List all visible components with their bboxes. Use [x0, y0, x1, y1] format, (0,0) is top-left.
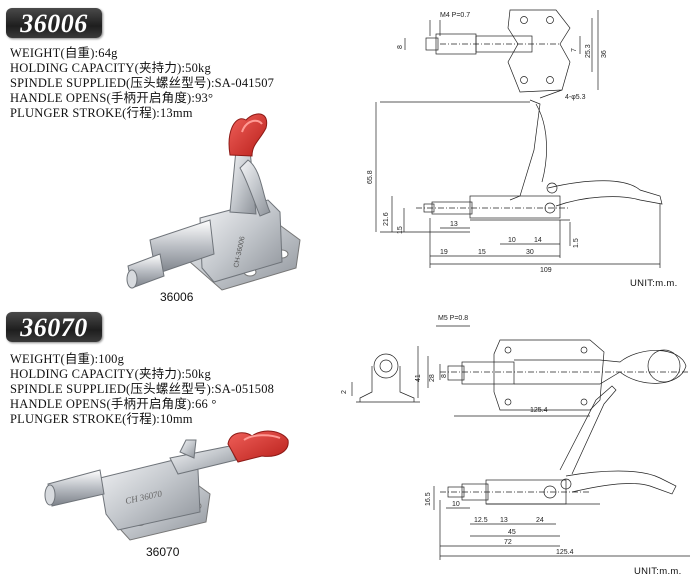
- dim-label: 125.4: [556, 549, 574, 556]
- dim-label: 14: [534, 237, 542, 244]
- drawing-side-labels-36006: 65.8 21.6 15 13 10 14 1.5 19 15 30 109: [367, 170, 580, 274]
- dim-label: 2: [341, 390, 348, 394]
- spec-handle-opens: HANDLE OPENS(手柄开启角度):93°: [10, 91, 214, 105]
- dim-label: 28: [429, 374, 436, 382]
- drawing-side-view-36070: [433, 385, 690, 560]
- dim-label: 21.6: [383, 212, 390, 226]
- dim-label: 41: [415, 374, 422, 382]
- dim-label: 25.3: [585, 44, 592, 58]
- dim-label: 10: [452, 501, 460, 508]
- dim-label: 13: [450, 221, 458, 228]
- dim-label: 8: [441, 374, 448, 378]
- dim-label: 16.5: [425, 492, 432, 506]
- spec-holding-capacity: HOLDING CAPACITY(夹持力):50kg: [10, 367, 211, 381]
- dim-label: 30: [526, 249, 534, 256]
- spec-plunger-stroke: PLUNGER STROKE(行程):10mm: [10, 412, 193, 426]
- model-badge-label: 36006: [20, 9, 88, 38]
- model-badge-36006: 36006: [6, 8, 102, 38]
- dim-label: 109: [540, 267, 552, 274]
- dim-label: 19: [440, 249, 448, 256]
- dim-label: 15: [397, 226, 404, 234]
- dim-label: 45: [508, 529, 516, 536]
- spec-list-36070: WEIGHT(自重):100g HOLDING CAPACITY(夹持力):50…: [10, 352, 274, 427]
- dim-label: 72: [504, 539, 512, 546]
- photo-caption-36070: 36070: [146, 545, 180, 559]
- dim-label: 65.8: [367, 170, 374, 184]
- drawing-side-view-36006: [375, 99, 663, 268]
- dim-label: 10: [508, 237, 516, 244]
- spec-plunger-stroke: PLUNGER STROKE(行程):13mm: [10, 106, 193, 120]
- model-badge-36070: 36070: [6, 312, 102, 342]
- spec-holding-capacity: HOLDING CAPACITY(夹持力):50kg: [10, 61, 211, 75]
- drawing-top-labels-36006: M4 P=0.7 4-φ5.3 8 7 25.3 36: [397, 12, 608, 101]
- clamp-photo-36070: CH 36070: [44, 430, 289, 541]
- dim-label: 12.5: [474, 517, 488, 524]
- spec-weight: WEIGHT(自重):64g: [10, 46, 118, 60]
- clamp-photo-36006: CH-36006: [126, 113, 301, 291]
- dim-label: 1.5: [573, 238, 580, 248]
- spec-list-36006: WEIGHT(自重):64g HOLDING CAPACITY(夹持力):50k…: [10, 46, 274, 121]
- drawing-top-view-36070: [417, 325, 690, 417]
- spec-weight: WEIGHT(自重):100g: [10, 352, 125, 366]
- drawing-end-view-36070: [351, 353, 420, 403]
- dim-label: 7: [571, 48, 578, 52]
- spec-handle-opens: HANDLE OPENS(手柄开启角度):66 °: [10, 397, 217, 411]
- hole-label: 4-φ5.3: [565, 94, 586, 101]
- dim-label: 8: [397, 45, 404, 49]
- drawing-side-labels-36070: 16.5 10 12.5 13 24 45 72 125.4: [425, 492, 574, 556]
- dim-label: 125.4: [530, 407, 548, 414]
- thread-label: M5 P=0.8: [438, 315, 468, 322]
- photo-caption-36006: 36006: [160, 290, 194, 304]
- dim-label: 36: [601, 50, 608, 58]
- drawing-top-view-36006: [404, 9, 599, 99]
- dim-label: 15: [478, 249, 486, 256]
- drawing-top-labels-36070: M5 P=0.8 41 28 8 125.4: [415, 315, 548, 414]
- unit-label-36006: UNIT:m.m.: [630, 278, 678, 289]
- thread-label: M4 P=0.7: [440, 12, 470, 19]
- unit-label-36070: UNIT:m.m.: [634, 566, 682, 577]
- dim-label: 13: [500, 517, 508, 524]
- spec-spindle: SPINDLE SUPPLIED(压头螺丝型号):SA-051508: [10, 382, 275, 396]
- model-badge-label: 36070: [20, 313, 88, 342]
- dim-label: 24: [536, 517, 544, 524]
- spec-spindle: SPINDLE SUPPLIED(压头螺丝型号):SA-041507: [10, 76, 275, 90]
